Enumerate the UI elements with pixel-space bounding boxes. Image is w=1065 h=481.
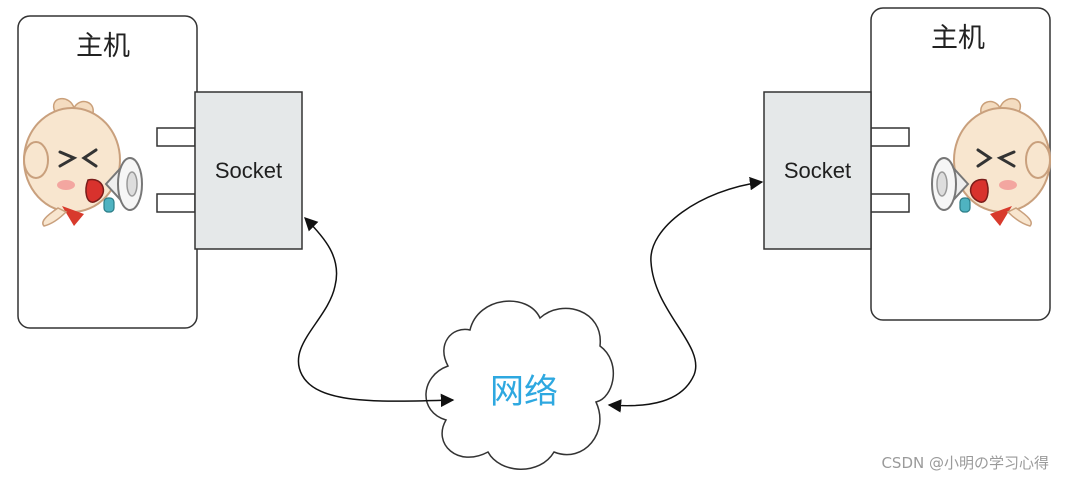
socket-right [763,91,872,250]
host-right: 主机 Socket [763,7,1052,321]
host-right-title: 主机 [931,23,985,54]
host-left-title: 主机 [76,31,130,62]
network-label: 网络 [490,372,558,412]
connector-network-right-socket [607,176,764,413]
socket-left-pin-bottom [156,193,196,213]
connector-left-socket-network [297,217,455,408]
socket-right-pin-bottom [870,193,910,213]
socket-right-pin-top [870,127,910,147]
host-left: 主机 Socket [17,15,303,329]
network-cloud: 网络 [425,300,615,470]
watermark: CSDN @小明の学习心得 [881,454,1049,472]
socket-right-label: Socket [784,158,851,183]
socket-left [194,91,303,250]
socket-left-label: Socket [215,158,282,183]
socket-left-pin-top [156,127,196,147]
